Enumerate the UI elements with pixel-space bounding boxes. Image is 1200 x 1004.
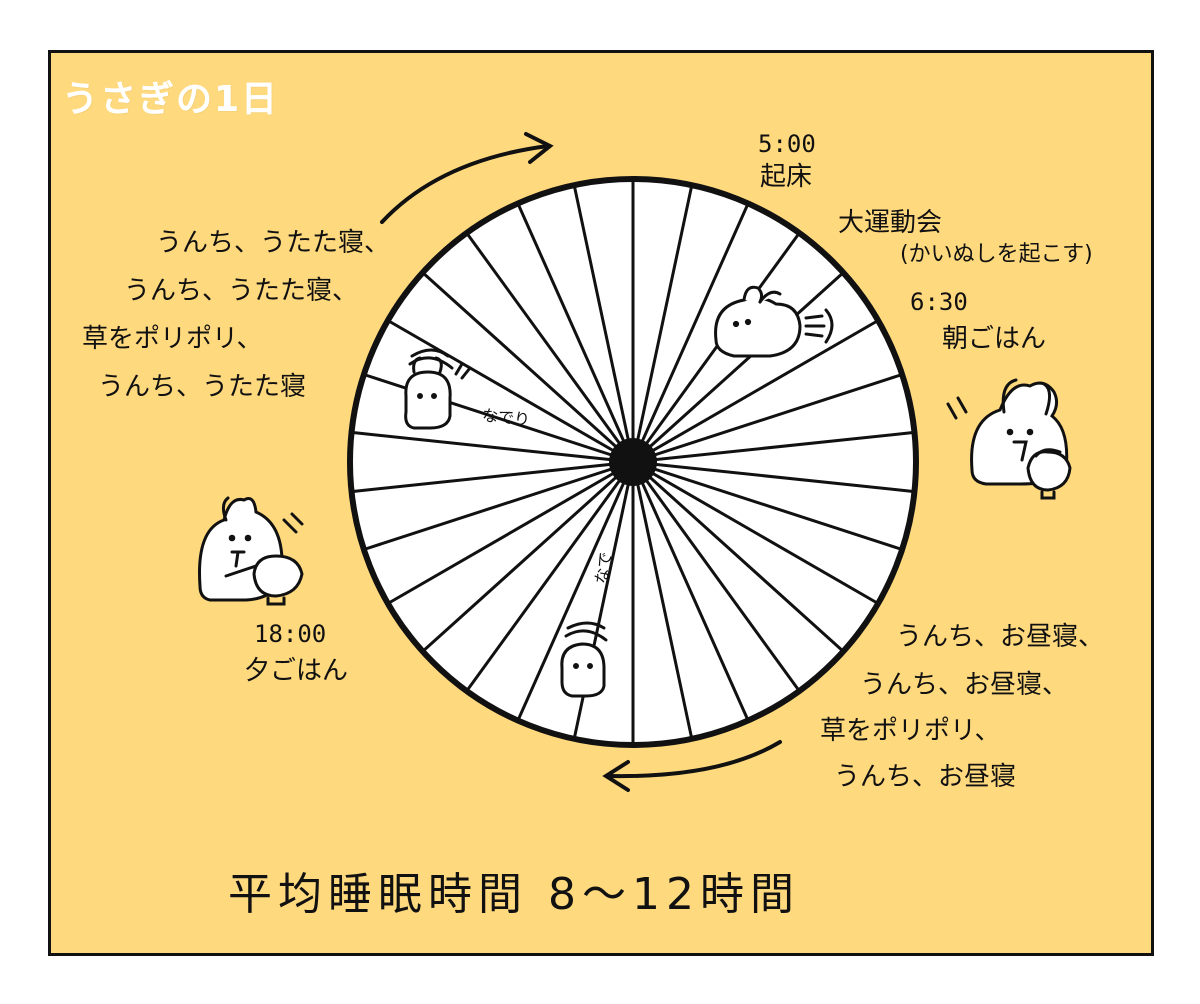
wheel-spoke bbox=[631, 461, 801, 692]
morning-activity-label: うんち、お昼寝、 bbox=[896, 622, 1105, 652]
wheel-spoke bbox=[631, 461, 750, 722]
bunny-running-icon bbox=[714, 285, 834, 358]
sports-note-label: (かいぬしを起こす) bbox=[900, 242, 1093, 267]
wheel-spoke bbox=[421, 271, 635, 464]
pet-note-label: なでり bbox=[481, 405, 531, 430]
morning-activity-label: 草をポリポリ、 bbox=[820, 716, 1001, 746]
night-activity-label: うんち、うたた寝、 bbox=[156, 228, 391, 258]
night-activity-label: うんち、うたた寝 bbox=[98, 372, 307, 402]
wheel-spoke bbox=[421, 460, 635, 653]
wheel-spoke bbox=[631, 184, 694, 463]
wheel-spoke bbox=[516, 202, 635, 463]
clockwise-arrow-icon bbox=[602, 740, 782, 792]
bunny-eating-icon bbox=[198, 496, 304, 606]
wake-time-label: 5:00 bbox=[758, 130, 816, 158]
dinner-time-label: 18:00 bbox=[254, 620, 327, 648]
night-activity-label: 草をポリポリ、 bbox=[82, 324, 263, 354]
wheel-spoke bbox=[632, 460, 879, 605]
morning-activity-label: うんち、お昼寝 bbox=[834, 762, 1017, 792]
wheel-spoke bbox=[632, 460, 915, 494]
wheel-spoke bbox=[516, 461, 635, 722]
wheel-spoke bbox=[631, 461, 694, 740]
wheel-spoke bbox=[632, 460, 903, 551]
wheel-spoke bbox=[631, 202, 750, 463]
wheel-spoke bbox=[632, 430, 915, 464]
wheel-spoke bbox=[465, 232, 635, 463]
wheel-spoke bbox=[632, 319, 879, 464]
wheel-spoke bbox=[631, 232, 801, 463]
illustration-frame bbox=[48, 50, 1154, 956]
breakfast-label: 朝ごはん bbox=[942, 324, 1047, 354]
wheel-spoke bbox=[631, 271, 845, 464]
bunny-petted-icon bbox=[404, 348, 472, 430]
wheel-spoke bbox=[465, 461, 635, 692]
wheel-spoke bbox=[572, 184, 635, 463]
wheel-spokes bbox=[351, 179, 915, 745]
wheel-spoke bbox=[363, 460, 634, 551]
wheel-spoke bbox=[631, 460, 845, 653]
dinner-label: 夕ごはん bbox=[244, 656, 349, 686]
wake-label: 起床 bbox=[760, 162, 813, 192]
morning-activity-label: うんち、お昼寝、 bbox=[860, 670, 1069, 700]
wheel-spoke bbox=[351, 430, 634, 464]
breakfast-time-label: 6:30 bbox=[910, 288, 968, 316]
clockwise-arrow-icon bbox=[380, 132, 554, 224]
sports-label: 大運動会 bbox=[838, 208, 943, 238]
wheel-hub bbox=[609, 438, 657, 486]
diagram-title: うさぎの1日 bbox=[62, 79, 280, 120]
wheel-spoke bbox=[387, 319, 634, 464]
wheel-spoke bbox=[387, 460, 634, 605]
average-sleep-caption: 平均睡眠時間 8〜12時間 bbox=[228, 869, 800, 920]
wheel-spoke bbox=[351, 460, 634, 494]
night-activity-label: うんち、うたた寝、 bbox=[124, 276, 359, 306]
bunny-petted-icon bbox=[560, 621, 608, 698]
wheel-spoke bbox=[632, 373, 903, 464]
bunny-eating-icon bbox=[946, 378, 1072, 500]
